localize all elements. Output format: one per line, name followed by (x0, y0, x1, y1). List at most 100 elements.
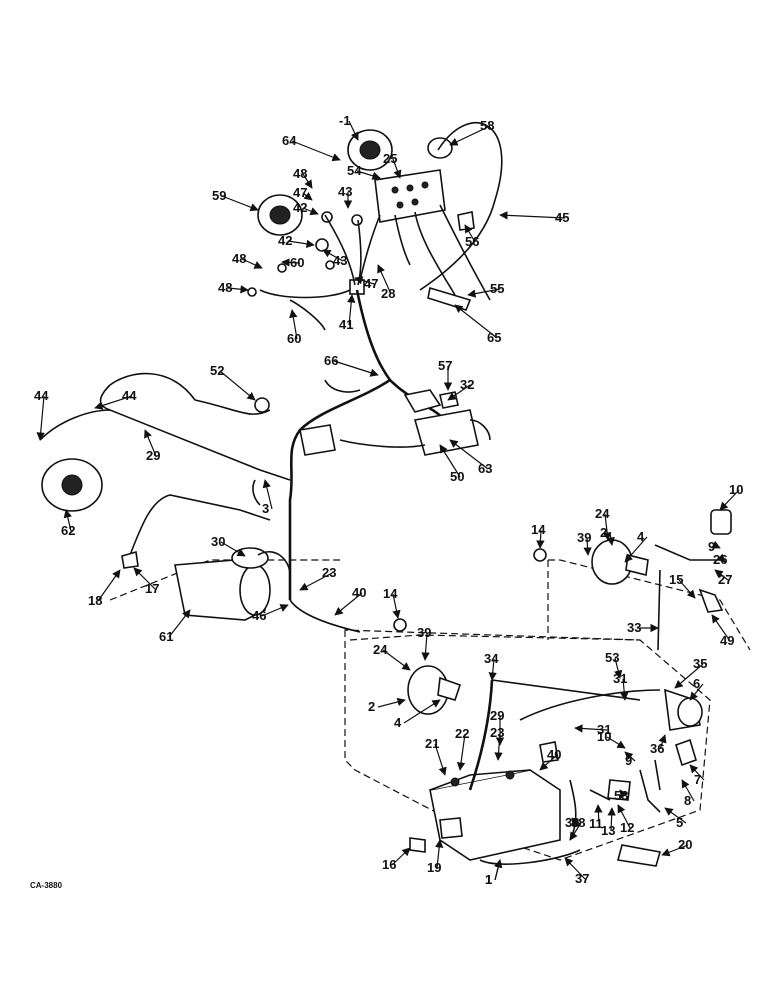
callout-number: 29 (490, 708, 504, 723)
callout-leader (168, 609, 191, 638)
callout-number: 48 (293, 166, 307, 181)
callout-leader (302, 173, 313, 189)
callout-number: 47 (293, 185, 307, 200)
callout-number: 24 (373, 642, 388, 657)
callout-leader (291, 140, 341, 162)
callout-leader (356, 170, 381, 180)
callout-number: 2 (368, 699, 375, 714)
callout-number: 4 (637, 529, 645, 544)
callout-number: 17 (145, 581, 159, 596)
callout-leader (434, 743, 447, 776)
callout-leader (617, 804, 631, 829)
clamp-19 (439, 817, 463, 839)
callout-leader (494, 732, 503, 761)
callout-leader (377, 697, 406, 708)
callout-number: 50 (450, 469, 464, 484)
callout-leader (447, 384, 471, 401)
callout-leader (454, 304, 498, 339)
callout-leader (661, 844, 689, 857)
callout-leader (499, 211, 566, 220)
callout-number: 60 (287, 331, 301, 346)
callout-number: 19 (427, 860, 441, 875)
bracket-49 (698, 588, 724, 613)
callout-leader (391, 847, 411, 866)
callout-leader (716, 553, 726, 563)
callout-number: 53 (614, 788, 628, 803)
callout-number: 5 (676, 815, 683, 830)
regulator-50 (413, 409, 479, 456)
callout-number: 37 (575, 871, 589, 886)
callout-number: 49 (720, 633, 734, 648)
callout-leader (354, 276, 375, 285)
callout-leader (464, 224, 476, 243)
callout-number: 29 (146, 448, 160, 463)
callout-leader (403, 699, 441, 724)
panel-block (374, 169, 446, 223)
callout-number: 39 (577, 530, 591, 545)
callout-number: 36 (650, 741, 664, 756)
callout-number: 22 (455, 726, 469, 741)
callout-number: 56 (465, 234, 479, 249)
callout-leader (299, 572, 333, 591)
callout-leader (382, 649, 411, 671)
callout-leader (241, 258, 263, 269)
callout-leader (219, 370, 256, 401)
callout-leader (624, 536, 648, 563)
callout-leader (133, 567, 156, 590)
callout-number: 7 (694, 772, 701, 787)
callout-number: 43 (338, 184, 352, 199)
callout-leader (333, 360, 379, 377)
callout-number: 42 (293, 200, 307, 215)
callout-number: 4 (394, 715, 402, 730)
callout-leader (281, 258, 301, 267)
callout-leader (689, 683, 704, 701)
callout-number: 15 (669, 572, 683, 587)
callout-number: 16 (382, 857, 396, 872)
callout-number: 10 (729, 482, 743, 497)
callout-number: 58 (480, 118, 494, 133)
callout-leader (97, 569, 121, 602)
callout-leader (421, 632, 430, 661)
callout-leader (714, 569, 729, 581)
lamp-2-right (591, 539, 633, 585)
callout-number: 48 (232, 251, 246, 266)
callout-number: 45 (555, 210, 569, 225)
callout-number: 40 (547, 747, 561, 762)
callout-number: 59 (212, 188, 226, 203)
callout-number: 3 (262, 501, 269, 516)
callout-leader (711, 540, 721, 549)
callout-number: 23 (490, 725, 504, 740)
switch-20 (616, 844, 662, 867)
lamp-9 (710, 509, 732, 535)
callout-number: 28 (381, 286, 395, 301)
callout-number: 61 (159, 629, 173, 644)
callout-number: 21 (425, 736, 439, 751)
callout-leader (606, 532, 615, 546)
callout-leader (334, 592, 363, 616)
callout-number: 64 (282, 133, 297, 148)
instrument-cluster (247, 129, 475, 311)
callout-number: 44 (122, 388, 137, 403)
callout-leader (63, 509, 72, 532)
callout-leader (719, 489, 740, 511)
callout-leader (564, 857, 586, 880)
callout-number: 62 (61, 523, 75, 538)
grommet-52 (254, 397, 270, 413)
callout-leader (607, 807, 616, 832)
callout-number: 41 (339, 317, 353, 332)
lamp-55 (427, 286, 472, 311)
callout-number: 54 (347, 163, 362, 178)
callout-leader (689, 764, 705, 781)
callout-leader (658, 734, 667, 750)
callout-leader (620, 678, 629, 701)
callout-leader (664, 807, 687, 824)
callout-number: 13 (601, 823, 615, 838)
callout-number: 2 (600, 525, 607, 540)
callout-number: 10 (597, 729, 611, 744)
callout-number: 57 (438, 358, 452, 373)
callout-leader (619, 789, 628, 799)
callout-number: 48 (218, 280, 232, 295)
tractor-outline (109, 559, 751, 861)
